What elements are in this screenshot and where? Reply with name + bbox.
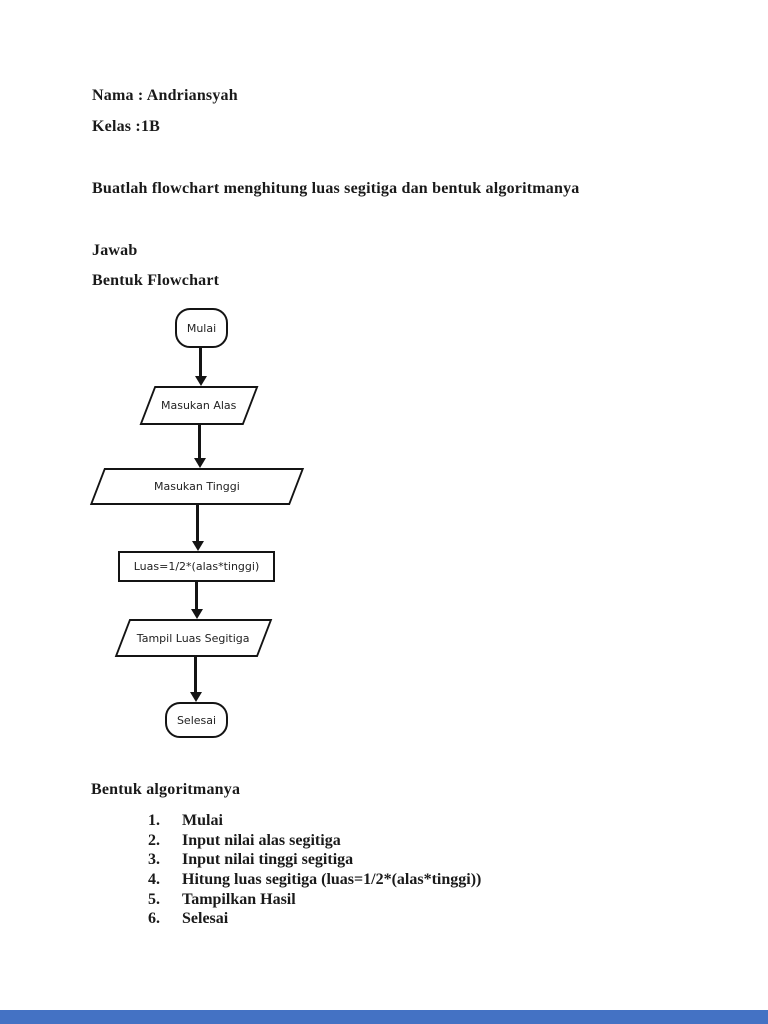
- step-text: Mulai: [182, 812, 223, 829]
- algorithm-step: 3. Input nilai tinggi segitiga: [148, 851, 481, 871]
- algorithm-step: 6. Selesai: [148, 910, 481, 930]
- flowchart-io-output-luas: Tampil Luas Segitiga: [114, 619, 273, 657]
- flowchart-io-input-alas: Masukan Alas: [139, 386, 259, 425]
- flowchart-arrow-down: [190, 582, 203, 619]
- flowchart-terminator-end: Selesai: [165, 702, 228, 738]
- flowchart-io-input-tinggi: Masukan Tinggi: [89, 468, 305, 505]
- flowchart-process-luas: Luas=1/2*(alas*tinggi): [118, 551, 275, 582]
- bottom-progress-bar[interactable]: [0, 1010, 768, 1024]
- flowchart-heading: Bentuk Flowchart: [92, 272, 220, 289]
- step-number: 6.: [148, 910, 160, 928]
- step-number: 5.: [148, 890, 160, 908]
- flowchart-node-label: Tampil Luas Segitiga: [137, 631, 250, 645]
- flowchart-node-label: Luas=1/2*(alas*tinggi): [133, 560, 260, 573]
- flowchart-arrow-down: [193, 425, 206, 468]
- task-instruction: Buatlah flowchart menghitung luas segiti…: [92, 180, 580, 197]
- answer-label: Jawab: [92, 242, 138, 259]
- step-number: 3.: [148, 851, 160, 869]
- step-text: Input nilai alas segitiga: [182, 831, 341, 849]
- step-text: Hitung luas segitiga (luas=1/2*(alas*tin…: [182, 871, 482, 889]
- flowchart-node-label: Masukan Alas: [161, 399, 237, 412]
- algorithm-step: 2. Input nilai alas segitiga: [148, 832, 481, 852]
- step-text: Tampilkan Hasil: [182, 890, 296, 908]
- algorithm-heading: Bentuk algoritmanya: [91, 781, 241, 798]
- flowchart-arrow-down: [189, 657, 202, 702]
- step-number: 2.: [148, 831, 160, 849]
- flowchart-node-label: Masukan Tinggi: [154, 480, 240, 493]
- step-number: 4.: [148, 871, 160, 889]
- student-name-line: Nama : Andriansyah: [92, 87, 238, 104]
- algorithm-step: 5. Tampilkan Hasil: [148, 891, 481, 911]
- step-text: Input nilai tinggi segitiga: [182, 851, 354, 869]
- flowchart-arrow-down: [191, 505, 204, 551]
- algorithm-step: 4. Hitung luas segitiga (luas=1/2*(alas*…: [148, 871, 481, 891]
- algorithm-steps-list: 1. Mulai 2. Input nilai alas segitiga 3.…: [148, 812, 481, 930]
- flowchart-arrow-down: [194, 348, 207, 386]
- step-text: Selesai: [182, 910, 229, 928]
- flowchart-node-label: Selesai: [176, 713, 217, 727]
- student-class-line: Kelas :1B: [92, 118, 161, 135]
- algorithm-step: 1. Mulai: [148, 812, 481, 832]
- step-number: 1.: [148, 812, 160, 829]
- flowchart-terminator-start: Mulai: [175, 308, 228, 348]
- flowchart-node-label: Mulai: [186, 321, 217, 335]
